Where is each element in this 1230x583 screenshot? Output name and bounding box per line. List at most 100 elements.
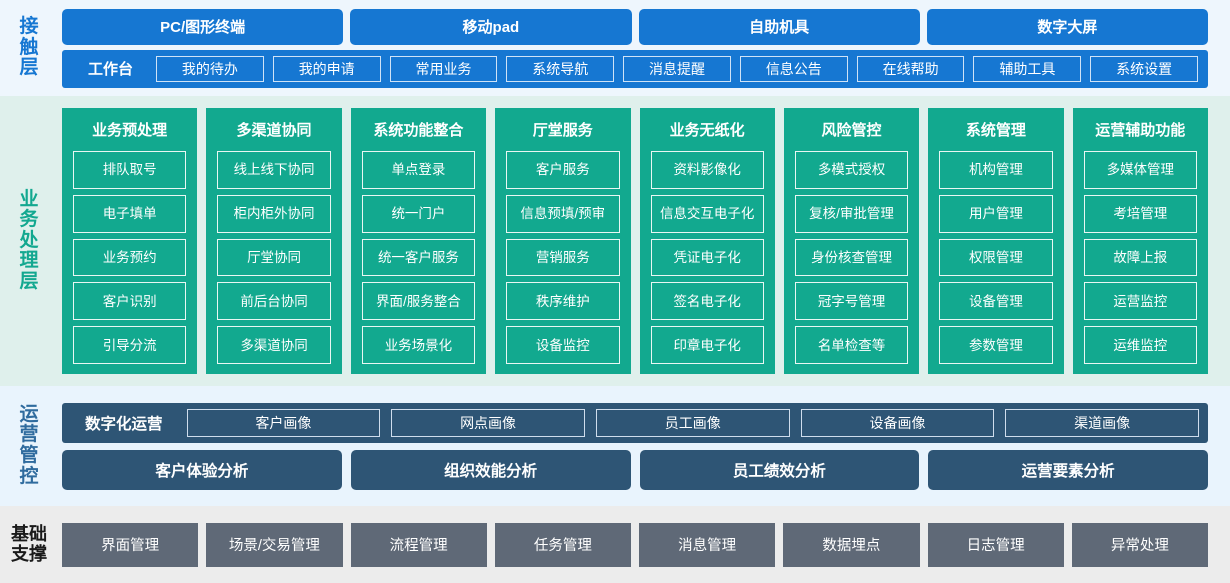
business-item-6-4[interactable]: 参数管理: [939, 326, 1053, 364]
portrait-item-1[interactable]: 网点画像: [391, 408, 585, 437]
base-item-1[interactable]: 场景/交易管理: [206, 522, 343, 567]
portrait-item-4[interactable]: 渠道画像: [1005, 408, 1200, 437]
layer-operations-label-char: 控: [19, 465, 39, 487]
workbench-item-2[interactable]: 常用业务: [389, 55, 498, 82]
analysis-item-0[interactable]: 客户体验分析: [62, 449, 342, 490]
business-item-7-2[interactable]: 故障上报: [1083, 238, 1197, 277]
layer-operations-label: 运营管控: [0, 403, 58, 487]
channel-button-3[interactable]: 数字大屏: [926, 8, 1208, 45]
layer-contact-label-char: 层: [19, 57, 39, 79]
base-item-6[interactable]: 日志管理: [927, 522, 1064, 567]
business-item-6-1[interactable]: 用户管理: [939, 194, 1053, 233]
layer-base-label-line: 支撑: [11, 543, 47, 564]
business-item-1-1[interactable]: 柜内柜外协同: [217, 194, 331, 233]
business-item-5-1[interactable]: 复核/审批管理: [794, 194, 909, 233]
business-item-3-2[interactable]: 营销服务: [506, 238, 620, 277]
business-item-4-4[interactable]: 印章电子化: [650, 326, 764, 364]
digital-operations-title: 数字化运营: [85, 415, 163, 433]
business-column-title-5: 风险管控: [821, 122, 882, 139]
portrait-item-2[interactable]: 员工画像: [595, 408, 790, 437]
base-item-3[interactable]: 任务管理: [494, 522, 631, 567]
business-item-3-4[interactable]: 设备监控: [506, 326, 620, 364]
business-item-5-3[interactable]: 冠字号管理: [794, 282, 909, 321]
analysis-item-3[interactable]: 运营要素分析: [928, 449, 1208, 490]
business-item-1-4[interactable]: 多渠道协同: [217, 326, 331, 364]
business-column-0: 业务预处理排队取号电子填单业务预约客户识别引导分流: [62, 108, 198, 374]
workbench-item-6[interactable]: 在线帮助: [856, 55, 965, 82]
base-item-4[interactable]: 消息管理: [639, 522, 776, 567]
analysis-item-2[interactable]: 员工绩效分析: [639, 449, 920, 490]
business-item-6-2[interactable]: 权限管理: [939, 238, 1053, 277]
business-column-5: 风险管控多模式授权复核/审批管理身份核查管理冠字号管理名单检查等: [783, 108, 920, 374]
business-item-5-4[interactable]: 名单检查等: [794, 326, 909, 364]
business-item-0-1[interactable]: 电子填单: [73, 194, 187, 233]
layer-contact-label-char: 触: [19, 36, 39, 58]
portrait-item-0[interactable]: 客户画像: [186, 408, 381, 437]
workbench-item-1[interactable]: 我的申请: [272, 55, 381, 82]
base-items: 界面管理场景/交易管理流程管理任务管理消息管理数据埋点日志管理异常处理: [58, 522, 1230, 567]
layer-business-label: 业务处理层: [0, 96, 58, 386]
business-item-6-3[interactable]: 设备管理: [939, 282, 1053, 321]
business-item-1-0[interactable]: 线上线下协同: [217, 151, 331, 189]
layer-operations-label-char: 营: [19, 424, 39, 446]
business-item-2-1[interactable]: 统一门户: [361, 194, 476, 233]
layer-business: 业务处理层 业务预处理排队取号电子填单业务预约客户识别引导分流多渠道协同 线上线下…: [0, 96, 1230, 386]
business-item-2-3[interactable]: 界面/服务整合: [361, 282, 476, 321]
business-item-0-3[interactable]: 客户识别: [73, 282, 187, 321]
business-column-6: 系统管理机构管理用户管理权限管理设备管理参数管理: [928, 108, 1064, 374]
base-item-5[interactable]: 数据埋点: [783, 522, 920, 567]
workbench-item-5[interactable]: 信息公告: [739, 55, 848, 82]
business-item-3-1[interactable]: 信息预填/预审: [506, 194, 620, 233]
business-column-title-7: 运营辅助功能: [1095, 122, 1186, 139]
business-item-7-4[interactable]: 运维监控: [1083, 326, 1197, 364]
layer-base-label-stack: 基础支撑: [11, 524, 47, 564]
layer-operations-label-stack: 运营管控: [19, 403, 39, 487]
analysis-item-1[interactable]: 组织效能分析: [350, 449, 631, 490]
layer-base-label-line: 基础: [11, 524, 47, 545]
business-item-7-0[interactable]: 多媒体管理: [1083, 151, 1197, 189]
business-item-2-4[interactable]: 业务场景化: [361, 326, 476, 364]
layer-base-label: 基础支撑: [0, 524, 58, 564]
portrait-item-3[interactable]: 设备画像: [800, 408, 995, 437]
business-item-4-3[interactable]: 签名电子化: [650, 282, 764, 321]
workbench-item-8[interactable]: 系统设置: [1090, 55, 1199, 82]
channel-button-2[interactable]: 自助机具: [638, 8, 920, 45]
business-item-3-3[interactable]: 秩序维护: [506, 282, 620, 321]
workbench-bar: 工作台 我的待办我的申请常用业务系统导航消息提醒信息公告在线帮助辅助工具系统设置: [62, 49, 1208, 88]
layer-operations-label-char: 运: [19, 403, 39, 425]
business-item-5-2[interactable]: 身份核查管理: [794, 238, 909, 277]
layer-business-label-char: 业: [19, 188, 39, 210]
layer-contact-label-stack: 接触层: [19, 17, 38, 79]
business-item-0-4[interactable]: 引导分流: [73, 326, 187, 364]
business-item-6-0[interactable]: 机构管理: [939, 151, 1053, 189]
workbench-item-4[interactable]: 消息提醒: [623, 55, 731, 82]
business-item-7-3[interactable]: 运营监控: [1083, 282, 1197, 321]
business-item-4-1[interactable]: 信息交互电子化: [650, 194, 764, 233]
channel-button-0[interactable]: PC/图形终端: [62, 8, 344, 45]
business-column-title-0: 业务预处理: [92, 122, 168, 139]
workbench-item-3[interactable]: 系统导航: [506, 55, 615, 82]
business-item-3-0[interactable]: 客户服务: [506, 151, 620, 189]
base-item-7[interactable]: 异常处理: [1071, 522, 1208, 567]
business-item-1-2[interactable]: 厅堂协同: [217, 238, 331, 277]
base-item-0[interactable]: 界面管理: [62, 522, 199, 567]
business-item-5-0[interactable]: 多模式授权: [794, 151, 909, 189]
business-column-3: 厅堂服务客户服务信息预填/预审营销服务秩序维护设备监控: [495, 108, 631, 374]
business-item-7-1[interactable]: 考培管理: [1083, 194, 1197, 233]
layer-contact-label-char: 接: [19, 16, 39, 38]
business-item-4-0[interactable]: 资料影像化: [650, 151, 764, 189]
business-item-4-2[interactable]: 凭证电子化: [650, 238, 764, 277]
business-column-2: 系统功能整合单点登录统一门户统一客户服务界面/服务整合业务场景化: [350, 108, 487, 374]
business-item-0-2[interactable]: 业务预约: [73, 238, 187, 277]
business-columns: 业务预处理排队取号电子填单业务预约客户识别引导分流多渠道协同 线上线下协同柜内柜外…: [58, 96, 1230, 386]
workbench-item-7[interactable]: 辅助工具: [973, 55, 1082, 82]
business-item-2-2[interactable]: 统一客户服务: [361, 238, 476, 277]
channel-button-1[interactable]: 移动pad: [350, 8, 632, 45]
business-item-2-0[interactable]: 单点登录: [361, 151, 476, 189]
base-item-2[interactable]: 流程管理: [350, 522, 487, 567]
workbench-item-0[interactable]: 我的待办: [156, 55, 264, 82]
business-item-1-3[interactable]: 前后台协同: [217, 282, 331, 321]
business-item-0-0[interactable]: 排队取号: [73, 151, 187, 189]
